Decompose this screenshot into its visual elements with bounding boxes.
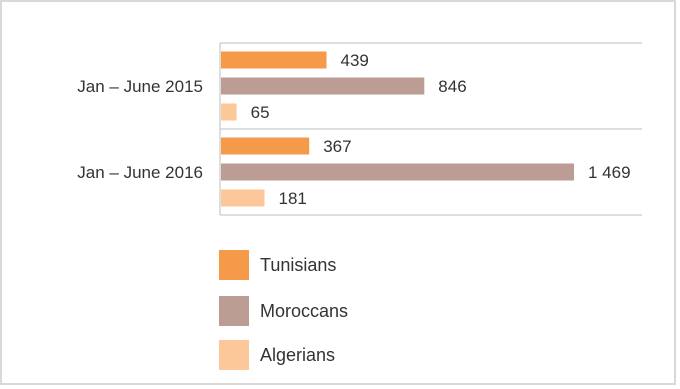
bar xyxy=(221,163,574,181)
legend-label: Algerians xyxy=(260,345,335,365)
category-label: Jan – June 2015 xyxy=(77,77,203,96)
data-label: 1 469 xyxy=(588,163,631,182)
legend-label: Tunisians xyxy=(260,255,336,275)
bar xyxy=(221,137,310,155)
legend-swatch xyxy=(219,296,249,326)
category-label: Jan – June 2016 xyxy=(77,163,203,182)
legend-swatch xyxy=(219,250,249,280)
bar xyxy=(221,51,327,69)
data-label: 181 xyxy=(278,189,306,208)
bar xyxy=(221,77,425,95)
bar xyxy=(221,103,237,121)
data-label: 439 xyxy=(340,51,368,70)
data-label: 367 xyxy=(323,137,351,156)
legend-swatch xyxy=(219,340,249,370)
legend-label: Moroccans xyxy=(260,301,348,321)
chart-bars: 439 846 65 367 1 469 181 xyxy=(221,51,631,208)
data-label: 846 xyxy=(438,77,466,96)
bar xyxy=(221,189,265,207)
data-label: 65 xyxy=(251,103,270,122)
